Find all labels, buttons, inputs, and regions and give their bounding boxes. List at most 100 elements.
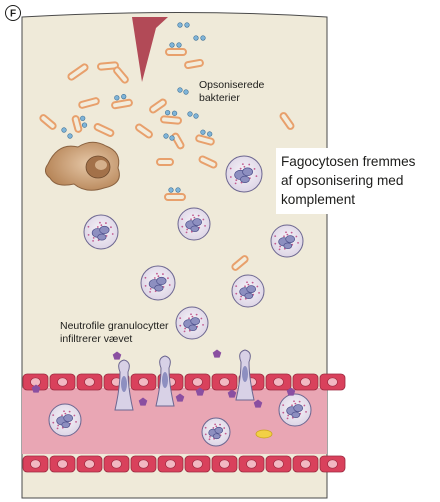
granule [251,281,254,284]
endothelial-nucleus [300,377,311,387]
complement-dot [175,187,181,193]
endothelial-nucleus [30,459,41,469]
bacterium-body [39,114,57,130]
complement-dot [200,129,206,135]
bacterium [231,255,249,271]
granule [282,411,285,414]
bacterium-body [164,193,186,201]
bacterium [113,66,129,84]
granule [153,277,156,279]
granule [202,323,204,326]
complement-dot [121,93,127,100]
neutrophil [48,403,82,437]
granule [234,182,237,185]
granule [52,421,55,424]
bacterium [195,129,215,146]
complement-dot [187,111,193,117]
granule [290,231,293,234]
bacterium-body [165,48,187,56]
granule [105,222,107,224]
endothelial-nucleus [327,459,338,469]
granule [185,231,188,234]
granule [156,272,158,275]
granule [209,435,211,438]
complement-dot [183,89,189,95]
bacterium [93,123,115,137]
granule [144,284,147,287]
complement-dot [171,110,178,116]
granule [186,228,189,231]
granule [282,404,285,407]
caption-box: Fagocytosen fremmes af opsonisering med … [276,148,440,214]
mediator [253,399,263,408]
granule [285,231,287,234]
granule [294,402,297,405]
complement-dot [169,42,175,48]
granule [298,400,301,403]
bacterium [171,132,185,150]
bacterium-body [171,132,185,150]
endothelial-nucleus [84,459,95,469]
granule [188,317,190,320]
chemoattractants [31,349,296,408]
nucleus-lobe [212,433,221,440]
granule [190,313,192,316]
granule [87,225,90,228]
complement-dot [114,95,120,101]
complement-dot [193,113,199,119]
granule [204,433,207,436]
granule [57,424,60,427]
granule [110,226,112,229]
neutrophil [225,155,263,193]
caption-line-3: komplement [281,192,356,207]
granule [64,412,67,415]
granule [239,298,242,301]
bacterium-body [78,97,100,109]
granule [278,248,281,251]
granule [248,163,251,166]
granule [303,404,306,407]
nucleus-lobe [156,276,167,286]
granule [157,275,160,278]
complement-dot [176,42,182,48]
nucleus-lobe [244,292,254,300]
granule [255,175,258,177]
nucleus-lobe [63,414,74,422]
granule [229,176,232,178]
granule [149,287,152,290]
endothelial-nucleus [138,459,149,469]
nucleus [242,366,248,382]
bacterium-body [184,58,204,70]
granule [195,313,198,316]
bacterium-body [156,158,174,166]
endothelial-nucleus [165,459,176,469]
granule [92,236,95,239]
bacterium [71,115,88,133]
granule [219,423,221,426]
granule [297,241,299,244]
granule [243,165,246,168]
bacterium-body [231,255,249,271]
bacterium [160,110,182,125]
granule [214,423,217,426]
granule [202,218,205,221]
granule [73,414,76,417]
granule [75,420,77,423]
complement-dot [163,133,169,139]
neutrophil [83,214,119,250]
bacterium-body [93,123,115,137]
granule [168,284,171,286]
granule [240,295,243,298]
bacterium-body [111,98,133,110]
endothelial-nucleus [57,377,68,387]
granule [61,414,63,417]
transmigrating-neutrophil [235,349,255,401]
granule [200,317,203,320]
nucleus-lobe [99,225,110,235]
mediator [286,387,296,396]
complement-dot [169,135,175,141]
granule [286,233,289,236]
granule [286,417,289,420]
granule [208,438,211,441]
granule [274,242,277,245]
